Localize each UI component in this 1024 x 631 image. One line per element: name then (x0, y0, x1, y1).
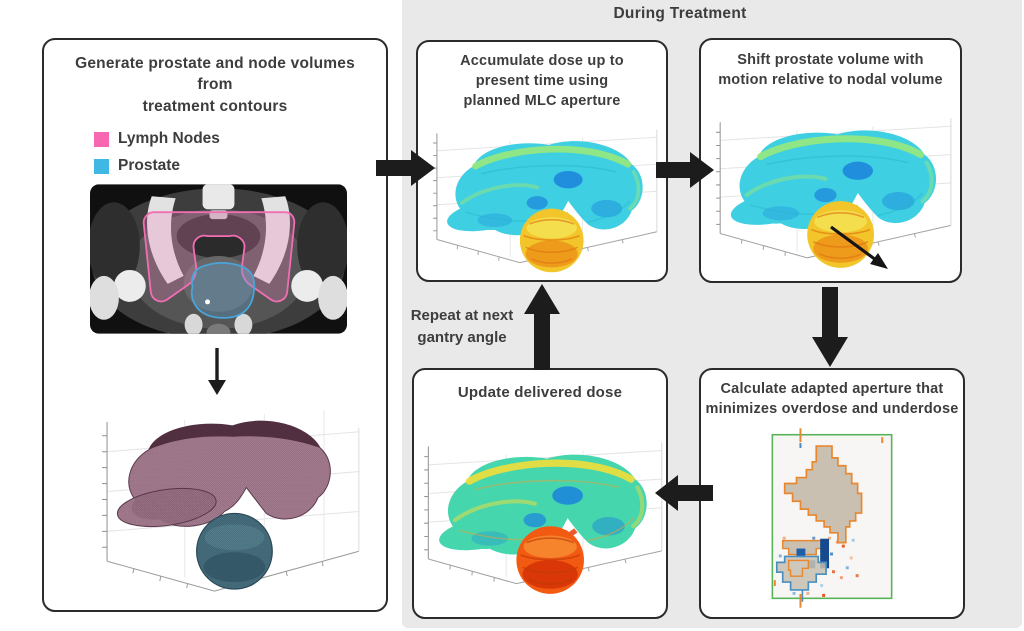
updated-dose-3d-plot (414, 414, 670, 616)
step-box-update-dose: Update delivered dose (412, 368, 668, 619)
adapted-aperture-plot (763, 426, 901, 610)
step-box-shift-prostate: Shift prostate volume with motion relati… (699, 38, 962, 283)
prostate-swatch (94, 158, 109, 174)
generate-volumes-title: Generate prostate and node volumes from … (75, 55, 355, 115)
ct-bones (90, 184, 347, 334)
legend-item-lymph-nodes: Lymph Nodes (94, 130, 220, 148)
during-treatment-title: During Treatment (613, 5, 747, 22)
ct-scan-image (90, 184, 347, 334)
contour-legend: Lymph Nodes Prostate (94, 130, 220, 175)
nodal-volume-mesh (116, 420, 331, 528)
lymph-nodes-contour (142, 211, 296, 303)
legend-item-prostate: Prostate (94, 157, 220, 175)
prostate-label: Prostate (118, 157, 181, 174)
step-box-generate-volumes: Generate prostate and node volumes from … (42, 38, 388, 612)
shift-prostate-title: Shift prostate volume with motion relati… (718, 52, 943, 88)
calculate-aperture-title: Calculate adapted aperture that minimize… (705, 381, 959, 417)
prostate-contour (190, 262, 256, 319)
mesh-volumes-3d-plot (102, 409, 360, 592)
mlc-aperture-upper (783, 445, 863, 544)
down-arrow-thin (208, 348, 226, 395)
ct-calcification-speck (205, 299, 211, 305)
lymph-nodes-swatch (94, 131, 109, 147)
mlc-aperture-lower (775, 538, 830, 602)
accumulated-dose-3d-plot (419, 116, 669, 280)
prostate-volume-mesh (196, 512, 273, 590)
update-dose-title: Update delivered dose (457, 384, 623, 401)
aperture-tick-marks (773, 428, 884, 608)
lymph-nodes-label: Lymph Nodes (118, 130, 220, 147)
step-box-accumulate-dose: Accumulate dose up to present time using… (416, 40, 668, 282)
repeat-gantry-label: Repeat at next gantry angle (410, 307, 514, 346)
step-box-calculate-aperture: Calculate adapted aperture that minimize… (699, 368, 965, 619)
motion-shift-arrow (830, 225, 888, 269)
accumulate-dose-title: Accumulate dose up to present time using… (460, 53, 624, 109)
